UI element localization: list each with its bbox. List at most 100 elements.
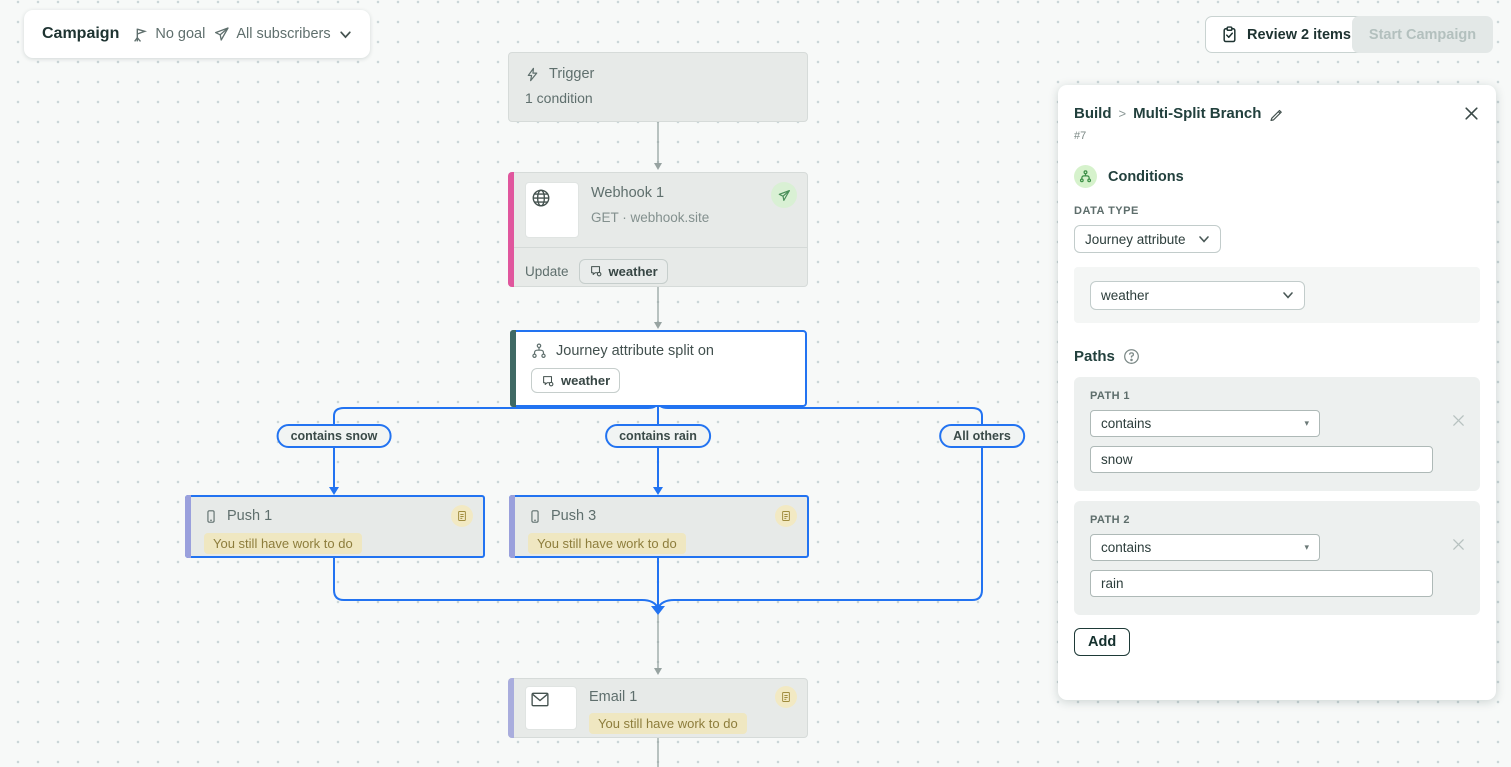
split-branch-icon <box>1079 170 1092 183</box>
branch-pill-all-others[interactable]: All others <box>939 424 1025 448</box>
breadcrumb-build[interactable]: Build <box>1074 105 1112 122</box>
push-1-node[interactable]: Push 1 You still have work to do <box>185 495 485 558</box>
sent-status-badge <box>771 182 797 208</box>
trigger-node[interactable]: Trigger 1 condition <box>508 52 808 122</box>
start-label: Start Campaign <box>1369 27 1476 43</box>
path-1-value-input[interactable] <box>1090 446 1433 473</box>
pencil-icon <box>1269 106 1284 121</box>
conditions-label: Conditions <box>1108 169 1184 185</box>
webhook-attribute-value: weather <box>609 264 658 279</box>
remove-path-1-button[interactable] <box>1451 413 1466 428</box>
webhook-method-line: GET · webhook.site <box>591 210 709 225</box>
select-caret-icon: ▾ <box>1304 542 1309 553</box>
conditions-section-header: Conditions <box>1074 165 1480 188</box>
webhook-node[interactable]: Webhook 1 GET · webhook.site Update <box>508 172 808 287</box>
data-type-value: Journey attribute <box>1085 232 1186 247</box>
draft-document-icon <box>775 686 797 708</box>
attribute-icon <box>541 374 555 388</box>
path-card-1: PATH 1 contains ▾ <box>1074 377 1480 491</box>
split-branch-icon <box>531 343 547 359</box>
multi-split-node[interactable]: Journey attribute split on weather <box>510 330 807 407</box>
webhook-action-label: Update <box>525 264 569 279</box>
email-title: Email 1 <box>589 689 637 705</box>
push-title: Push 1 <box>227 508 272 524</box>
path-label: PATH 2 <box>1090 514 1464 526</box>
clipboard-check-icon <box>1221 26 1238 43</box>
webhook-attribute-chip[interactable]: weather <box>579 259 668 284</box>
edit-title-button[interactable] <box>1269 106 1284 121</box>
path-2-value-input[interactable] <box>1090 570 1433 597</box>
split-node-title: Journey attribute split on <box>556 343 714 359</box>
audience-label: All subscribers <box>236 26 330 42</box>
branch-label: contains snow <box>291 429 378 443</box>
close-panel-button[interactable] <box>1463 105 1480 122</box>
send-icon <box>778 189 791 202</box>
campaign-title: Campaign <box>42 25 119 43</box>
envelope-icon <box>531 692 549 707</box>
path-1-operator-select[interactable]: contains ▾ <box>1090 410 1320 437</box>
operator-value: contains <box>1101 540 1151 555</box>
add-path-button[interactable]: Add <box>1074 628 1130 656</box>
data-type-label: DATA TYPE <box>1074 205 1480 217</box>
data-type-select[interactable]: Journey attribute <box>1074 225 1221 253</box>
panel-header: Build > Multi-Split Branch <box>1058 85 1496 122</box>
conditions-badge <box>1074 165 1097 188</box>
chevron-down-icon <box>1282 289 1294 301</box>
attribute-select[interactable]: weather <box>1090 281 1305 310</box>
select-caret-icon: ▾ <box>1304 418 1309 429</box>
review-items-button[interactable]: Review 2 items <box>1205 16 1367 53</box>
chevron-down-icon <box>339 28 352 41</box>
branch-label: All others <box>953 429 1011 443</box>
trigger-title: Trigger <box>549 66 594 82</box>
workflow-warning-chip: You still have work to do <box>528 533 686 554</box>
close-icon <box>1451 537 1466 552</box>
chevron-down-icon <box>1198 233 1210 245</box>
workflow-warning-chip: You still have work to do <box>204 533 362 554</box>
globe-icon <box>531 188 551 208</box>
attribute-icon <box>589 264 603 278</box>
webhook-preview-thumbnail <box>525 182 579 238</box>
audience-setting[interactable]: All subscribers <box>214 26 351 42</box>
path-2-operator-select[interactable]: contains ▾ <box>1090 534 1320 561</box>
review-label: Review 2 items <box>1247 27 1351 43</box>
operator-value: contains <box>1101 416 1151 431</box>
branch-pill-contains-snow[interactable]: contains snow <box>277 424 392 448</box>
webhook-title: Webhook 1 <box>591 185 709 201</box>
start-campaign-button[interactable]: Start Campaign <box>1352 16 1493 53</box>
add-label: Add <box>1088 634 1116 650</box>
remove-path-2-button[interactable] <box>1451 537 1466 552</box>
node-config-panel: Build > Multi-Split Branch #7 <box>1058 85 1496 700</box>
attribute-select-container: weather <box>1074 267 1480 323</box>
branch-pill-contains-rain[interactable]: contains rain <box>605 424 711 448</box>
phone-icon <box>204 509 218 524</box>
attribute-value: weather <box>1101 288 1149 303</box>
node-id: #7 <box>1074 130 1480 142</box>
branch-label: contains rain <box>619 429 697 443</box>
path-card-2: PATH 2 contains ▾ <box>1074 501 1480 615</box>
goal-flag-icon <box>132 26 149 43</box>
panel-title: Multi-Split Branch <box>1133 105 1261 122</box>
split-attribute-value: weather <box>561 373 610 388</box>
goal-setting[interactable]: No goal <box>132 26 205 43</box>
workflow-warning-chip: You still have work to do <box>589 713 747 734</box>
help-icon[interactable] <box>1123 348 1140 365</box>
close-icon <box>1451 413 1466 428</box>
email-1-node[interactable]: Email 1 You still have work to do <box>508 678 808 738</box>
phone-icon <box>528 509 542 524</box>
goal-label: No goal <box>155 26 205 42</box>
draft-document-icon <box>775 505 797 527</box>
close-icon <box>1463 105 1480 122</box>
lightning-icon <box>525 67 540 82</box>
send-icon <box>214 26 230 42</box>
breadcrumb-separator: > <box>1119 106 1127 121</box>
split-attribute-chip[interactable]: weather <box>531 368 620 393</box>
push-title: Push 3 <box>551 508 596 524</box>
paths-title: Paths <box>1074 348 1115 365</box>
campaign-header-card[interactable]: Campaign No goal All subscribers <box>24 10 370 58</box>
push-3-node[interactable]: Push 3 You still have work to do <box>509 495 809 558</box>
email-preview-thumbnail <box>525 686 577 730</box>
trigger-subtitle: 1 condition <box>525 90 791 106</box>
path-label: PATH 1 <box>1090 390 1464 402</box>
draft-document-icon <box>451 505 473 527</box>
